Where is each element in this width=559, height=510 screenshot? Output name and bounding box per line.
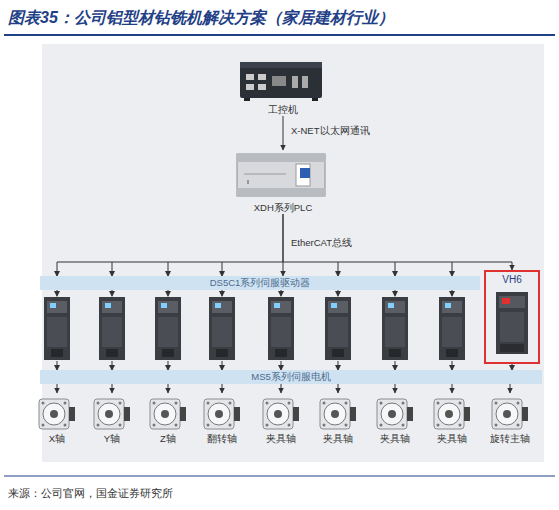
plc-node: XDH系列PLC <box>234 150 332 214</box>
node-label: XDH系列PLC <box>234 202 332 214</box>
ipc-icon <box>236 56 326 104</box>
connector <box>510 384 511 393</box>
connector <box>283 214 512 270</box>
connector <box>281 384 282 393</box>
connector <box>338 384 339 393</box>
panel <box>42 44 544 462</box>
edge-label: X-NET以太网通讯 <box>289 125 372 137</box>
node-label: 旋转主轴 <box>483 433 537 445</box>
servo-drives <box>44 297 465 360</box>
node-label: Y轴 <box>85 433 139 445</box>
series-band: MS5系列伺服电机 <box>40 370 542 384</box>
servo-motor-icon <box>317 393 359 433</box>
node-label: 翻转轴 <box>195 433 249 445</box>
connector <box>395 384 396 393</box>
node-label: 夹具轴 <box>254 433 308 445</box>
motor-node: 翻转轴 <box>195 393 249 445</box>
node-label: 夹具轴 <box>311 433 365 445</box>
motor-node: 夹具轴 <box>254 393 308 445</box>
connector <box>283 116 284 150</box>
motor-node: Y轴 <box>85 393 139 445</box>
servo-motor-icon <box>147 393 189 433</box>
servo-motor-icon <box>36 393 78 433</box>
edge-label: EtherCAT总线 <box>289 237 354 249</box>
motor-node: 旋转主轴 <box>483 393 537 445</box>
motor-node: 夹具轴 <box>311 393 365 445</box>
node-label: Z轴 <box>141 433 195 445</box>
caption: 来源：公司官网，国金证券研究所 <box>8 486 173 501</box>
title: 图表35：公司铝型材钻铣机解决方案（家居建材行业） <box>8 8 394 29</box>
title-rule <box>4 34 555 36</box>
motor-node: Z轴 <box>141 393 195 445</box>
series-band: DS5C1系列伺服驱动器 <box>40 276 480 290</box>
connector <box>452 384 453 393</box>
motor-node: X轴 <box>30 393 84 445</box>
connector <box>112 384 113 393</box>
node-label: 夹具轴 <box>368 433 422 445</box>
servo-motor-icon <box>260 393 302 433</box>
caption-rule <box>4 476 555 477</box>
motor-node: 夹具轴 <box>368 393 422 445</box>
node-label: 夹具轴 <box>425 433 479 445</box>
node-label: DS5C1系列伺服驱动器 <box>40 276 480 290</box>
connector <box>57 384 58 393</box>
servo-motor-icon <box>91 393 133 433</box>
inverter-icon <box>492 288 532 358</box>
vh6-node: VH6 <box>484 270 540 364</box>
motor-node: 夹具轴 <box>425 393 479 445</box>
pc-node: 工控机 <box>236 56 330 116</box>
connector <box>222 384 223 393</box>
servo-motor-icon <box>374 393 416 433</box>
node-label: X轴 <box>30 433 84 445</box>
servo-motor-icon <box>201 393 243 433</box>
servo-motor-icon <box>431 393 473 433</box>
connector <box>168 384 169 393</box>
node-label: VH6 <box>486 274 538 286</box>
node-label: 工控机 <box>236 104 330 116</box>
plc-icon <box>234 150 328 202</box>
node-label: MS5系列伺服电机 <box>40 370 542 384</box>
servo-motor-icon <box>489 393 531 433</box>
